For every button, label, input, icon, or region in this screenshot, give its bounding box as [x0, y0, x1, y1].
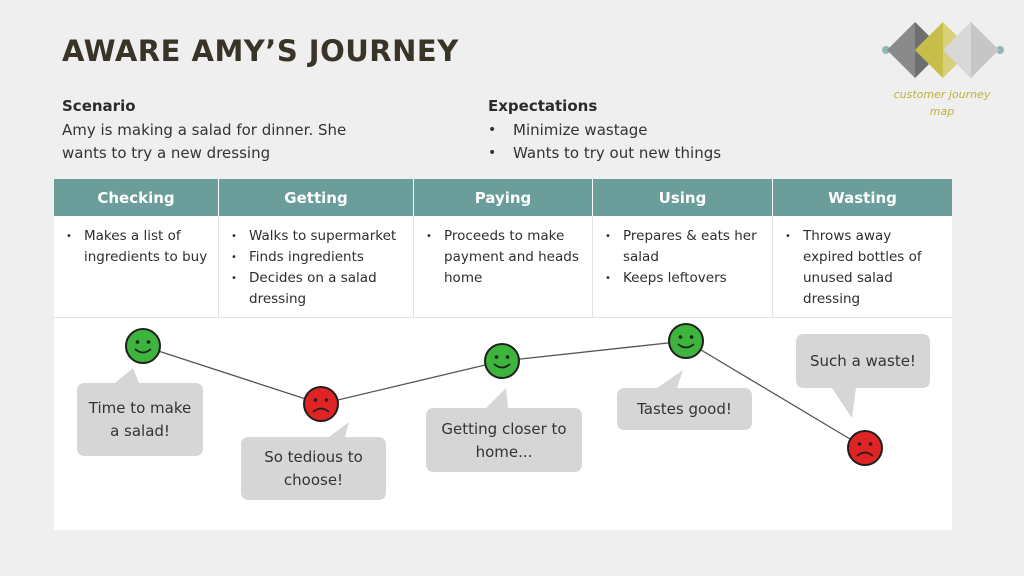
speech-bubble-shape: [617, 370, 752, 430]
action-line: payment and heads: [444, 249, 579, 265]
action-line: Finds ingredients: [249, 249, 364, 265]
stage-header-paying: Paying: [414, 179, 593, 216]
logo-caption-line-1: customer journey: [893, 88, 991, 101]
page-title: AWARE AMY’S JOURNEY: [62, 34, 459, 68]
stage-actions-getting: Walks to supermarket Finds ingredients D…: [219, 216, 414, 318]
speech-bubble-shape: [241, 422, 386, 500]
bubble-line: home...: [475, 443, 533, 461]
action-line: Walks to supermarket: [249, 228, 397, 244]
stage-actions-paying: Proceeds to make payment and heads home: [414, 216, 593, 318]
bubble-text: Such a waste!: [796, 350, 930, 373]
action-item: Keeps leftovers: [603, 268, 764, 289]
stage-actions-checking: Makes a list of ingredients to buy: [54, 216, 219, 318]
scenario-section: Scenario Amy is making a salad for dinne…: [62, 97, 382, 165]
bubble-line: Getting closer to: [441, 420, 567, 438]
stage-header-wasting: Wasting: [773, 179, 952, 216]
speech-bubble-getting: So tedious to choose!: [241, 422, 386, 500]
action-line: Proceeds to make: [444, 228, 565, 244]
action-item: Proceeds to make payment and heads home: [424, 226, 584, 289]
bubble-text: So tedious to choose!: [241, 446, 386, 492]
speech-bubble-wasting: Such a waste!: [796, 334, 930, 418]
happy-face-icon: [484, 343, 520, 379]
sad-face-icon: [847, 430, 883, 466]
logo-caption: customer journey map: [884, 86, 1000, 120]
bubble-text: Tastes good!: [617, 398, 752, 421]
bubble-line: Time to make: [88, 399, 192, 417]
action-item: Makes a list of ingredients to buy: [64, 226, 210, 268]
stage-header-getting: Getting: [219, 179, 414, 216]
action-item: Throws away expired bottles of unused sa…: [783, 226, 944, 310]
action-line: Makes a list of: [84, 228, 181, 244]
logo-caption-line-2: map: [929, 105, 955, 118]
action-item: Walks to supermarket: [229, 226, 405, 247]
bubble-line: So tedious to: [264, 448, 363, 466]
action-line: dressing: [249, 291, 307, 307]
scenario-heading: Scenario: [62, 97, 136, 115]
action-item: Decides on a salad dressing: [229, 268, 405, 310]
expectation-item: Minimize wastage: [488, 119, 808, 142]
action-line: Prepares & eats her: [623, 228, 757, 244]
stage-header-using: Using: [593, 179, 773, 216]
speech-bubble-shape: [77, 368, 203, 456]
expectations-section: Expectations Minimize wastage Wants to t…: [488, 97, 808, 165]
action-line: unused salad: [803, 270, 893, 286]
action-line: home: [444, 270, 483, 286]
action-line: expired bottles of: [803, 249, 922, 265]
action-line: salad: [623, 249, 659, 265]
expectations-list: Minimize wastage Wants to try out new th…: [488, 119, 808, 165]
stage-header-checking: Checking: [54, 179, 219, 216]
bubble-line: Such a waste!: [810, 352, 916, 370]
action-item: Finds ingredients: [229, 247, 405, 268]
customer-journey-map-logo: [882, 22, 1004, 78]
action-line: ingredients to buy: [84, 249, 208, 265]
speech-bubble-using: Tastes good!: [617, 370, 752, 430]
bubble-line: Tastes good!: [637, 400, 732, 418]
expectation-item: Wants to try out new things: [488, 142, 808, 165]
expectations-heading: Expectations: [488, 97, 598, 115]
stage-actions-wasting: Throws away expired bottles of unused sa…: [773, 216, 952, 318]
action-line: Keeps leftovers: [623, 270, 727, 286]
bubble-text: Getting closer to home...: [426, 418, 582, 464]
action-line: dressing: [803, 291, 861, 307]
stage-actions-using: Prepares & eats her salad Keeps leftover…: [593, 216, 773, 318]
happy-face-icon: [668, 323, 704, 359]
bubble-line: choose!: [283, 471, 344, 489]
speech-bubble-checking: Time to make a salad!: [77, 368, 203, 456]
bubble-text: Time to make a salad!: [77, 397, 203, 443]
bubble-line: a salad!: [110, 422, 170, 440]
sad-face-icon: [303, 386, 339, 422]
action-item: Prepares & eats her salad: [603, 226, 764, 268]
speech-bubble-shape: [796, 334, 930, 418]
action-line: Throws away: [803, 228, 892, 244]
action-line: Decides on a salad: [249, 270, 377, 286]
scenario-line-2: wants to try a new dressing: [62, 144, 271, 162]
happy-face-icon: [125, 328, 161, 364]
scenario-line-1: Amy is making a salad for dinner. She: [62, 121, 347, 139]
speech-bubble-paying: Getting closer to home...: [426, 388, 582, 472]
speech-bubble-shape: [426, 388, 582, 472]
